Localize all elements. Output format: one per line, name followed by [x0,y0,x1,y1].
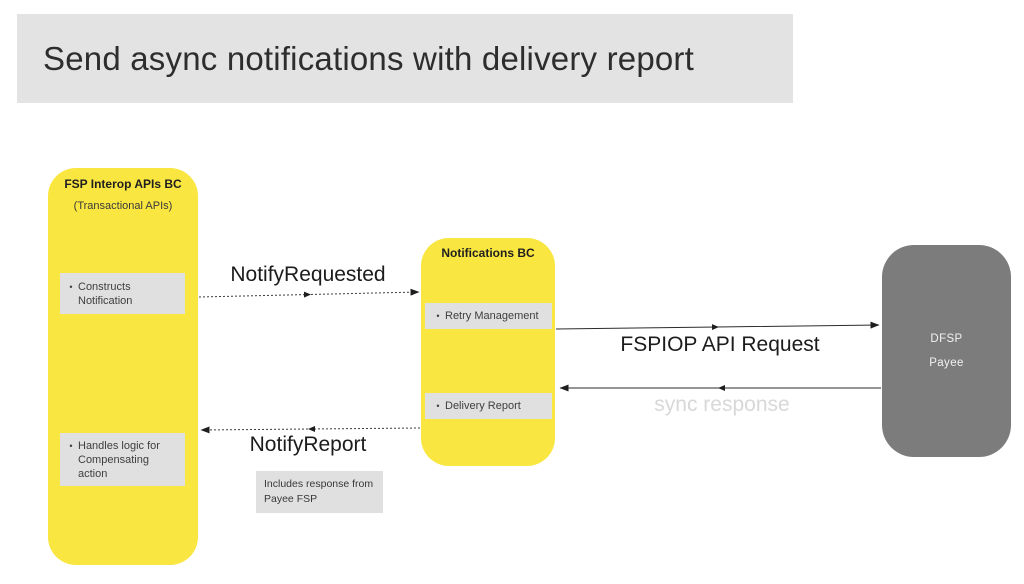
panel-handles-logic: • Handles logic for Compensating action [60,433,185,486]
page-title: Send async notifications with delivery r… [17,14,793,103]
node-title: FSP Interop APIs BC [64,177,182,191]
node-dfsp-payee: DFSP Payee [882,245,1011,457]
bullet-icon: • [69,441,73,451]
notify-requested-label: NotifyRequested [230,263,386,286]
fspiop-request-arrow [555,321,880,331]
bullet-icon: • [436,311,440,321]
panel-delivery-report: • Delivery Report [425,393,552,419]
notify-requested-arrow [198,288,420,298]
node-title: Notifications BC [441,246,535,260]
node-fsp-interop-apis-bc: FSP Interop APIs BC (Transactional APIs) [48,168,198,565]
panel-label: Handles logic for Compensating action [78,440,160,480]
note-includes-response: Includes response from Payee FSP [256,471,383,513]
bullet-icon: • [436,401,440,411]
panel-label: Delivery Report [445,400,521,412]
panel-constructs-notification: • Constructs Notification [60,273,185,314]
notify-report-label: NotifyReport [249,433,367,456]
bullet-icon: • [69,282,73,292]
panel-label: Constructs Notification [78,281,133,307]
dfsp-label: DFSP [930,333,963,345]
payee-label: Payee [929,357,964,369]
fspiop-request-label: FSPIOP API Request [620,333,820,356]
node-subtitle: (Transactional APIs) [73,200,173,212]
node-notifications-bc: Notifications BC [421,238,555,466]
panel-label: Retry Management [445,310,539,322]
panel-retry-management: • Retry Management [425,303,552,329]
notify-report-arrow [200,425,421,434]
sync-response-label: sync response [654,393,790,416]
